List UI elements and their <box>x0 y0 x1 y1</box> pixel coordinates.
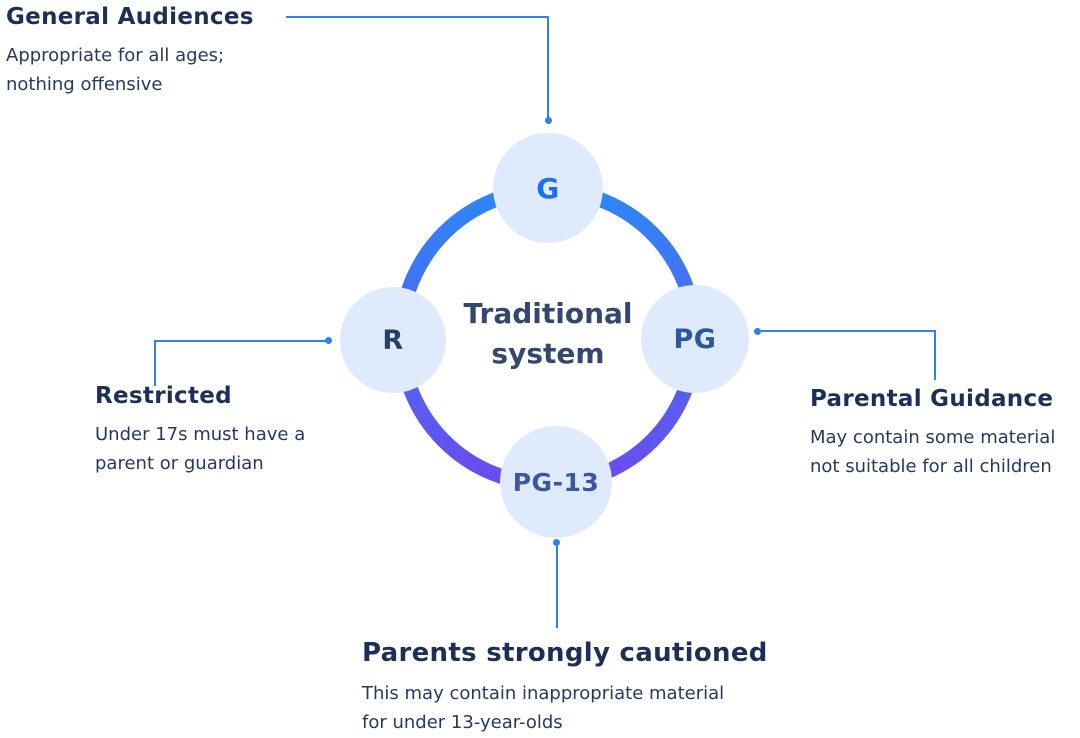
annotation-restricted-desc: Under 17s must have a parent or guardian <box>95 421 305 479</box>
annotation-parents-cautioned: Parents strongly cautioned This may cont… <box>362 638 768 738</box>
connector-parents-vertical <box>556 546 558 628</box>
connector-general-vertical <box>547 16 549 118</box>
annotation-general-audiences: General Audiences Appropriate for all ag… <box>6 4 254 100</box>
annotation-parents-cautioned-title: Parents strongly cautioned <box>362 638 768 668</box>
annotation-restricted: Restricted Under 17s must have a parent … <box>95 383 305 479</box>
connector-parental-endpoint-dot <box>754 328 761 335</box>
node-rating-pg-label: PG <box>673 323 717 355</box>
connector-parental-horizontal <box>761 330 936 332</box>
connector-parents-endpoint-dot <box>553 539 560 546</box>
diagram-center-title: Traditional system <box>446 294 650 374</box>
annotation-parental-guidance: Parental Guidance May contain some mater… <box>810 386 1055 482</box>
node-rating-pg: PG <box>641 285 749 393</box>
desc-line: This may contain inappropriate material <box>362 683 725 704</box>
node-rating-pg13: PG-13 <box>500 426 612 538</box>
desc-line: May contain some material <box>810 427 1056 448</box>
center-title-line1: Traditional <box>463 297 633 330</box>
node-rating-r: R <box>340 287 446 393</box>
center-title-line2: system <box>491 336 605 370</box>
desc-line: not suitable for all children <box>810 455 1052 477</box>
node-rating-r-label: R <box>382 324 404 356</box>
desc-line: Appropriate for all ages; <box>6 45 225 66</box>
connector-restricted-horizontal <box>154 340 326 342</box>
connector-restricted-endpoint-dot <box>325 337 332 344</box>
annotation-parental-guidance-title: Parental Guidance <box>810 386 1054 412</box>
connector-restricted-vertical <box>154 340 156 386</box>
desc-line: Under 17s must have a <box>95 424 306 445</box>
annotation-parents-cautioned-desc: This may contain inappropriate material … <box>362 680 768 738</box>
connector-parental-vertical <box>934 330 936 380</box>
desc-line: nothing offensive <box>6 73 163 95</box>
desc-line: parent or guardian <box>95 452 264 474</box>
annotation-parental-guidance-desc: May contain some material not suitable f… <box>810 424 1055 482</box>
connector-general-horizontal <box>286 16 549 18</box>
annotation-general-audiences-desc: Appropriate for all ages; nothing offens… <box>6 42 254 100</box>
connector-general-endpoint-dot <box>545 117 552 124</box>
annotation-general-audiences-title: General Audiences <box>6 4 254 30</box>
node-rating-g: G <box>493 133 603 243</box>
node-rating-pg13-label: PG-13 <box>512 467 600 497</box>
annotation-restricted-title: Restricted <box>95 383 232 409</box>
node-rating-g-label: G <box>536 171 560 205</box>
desc-line: for under 13-year-olds <box>362 711 563 733</box>
